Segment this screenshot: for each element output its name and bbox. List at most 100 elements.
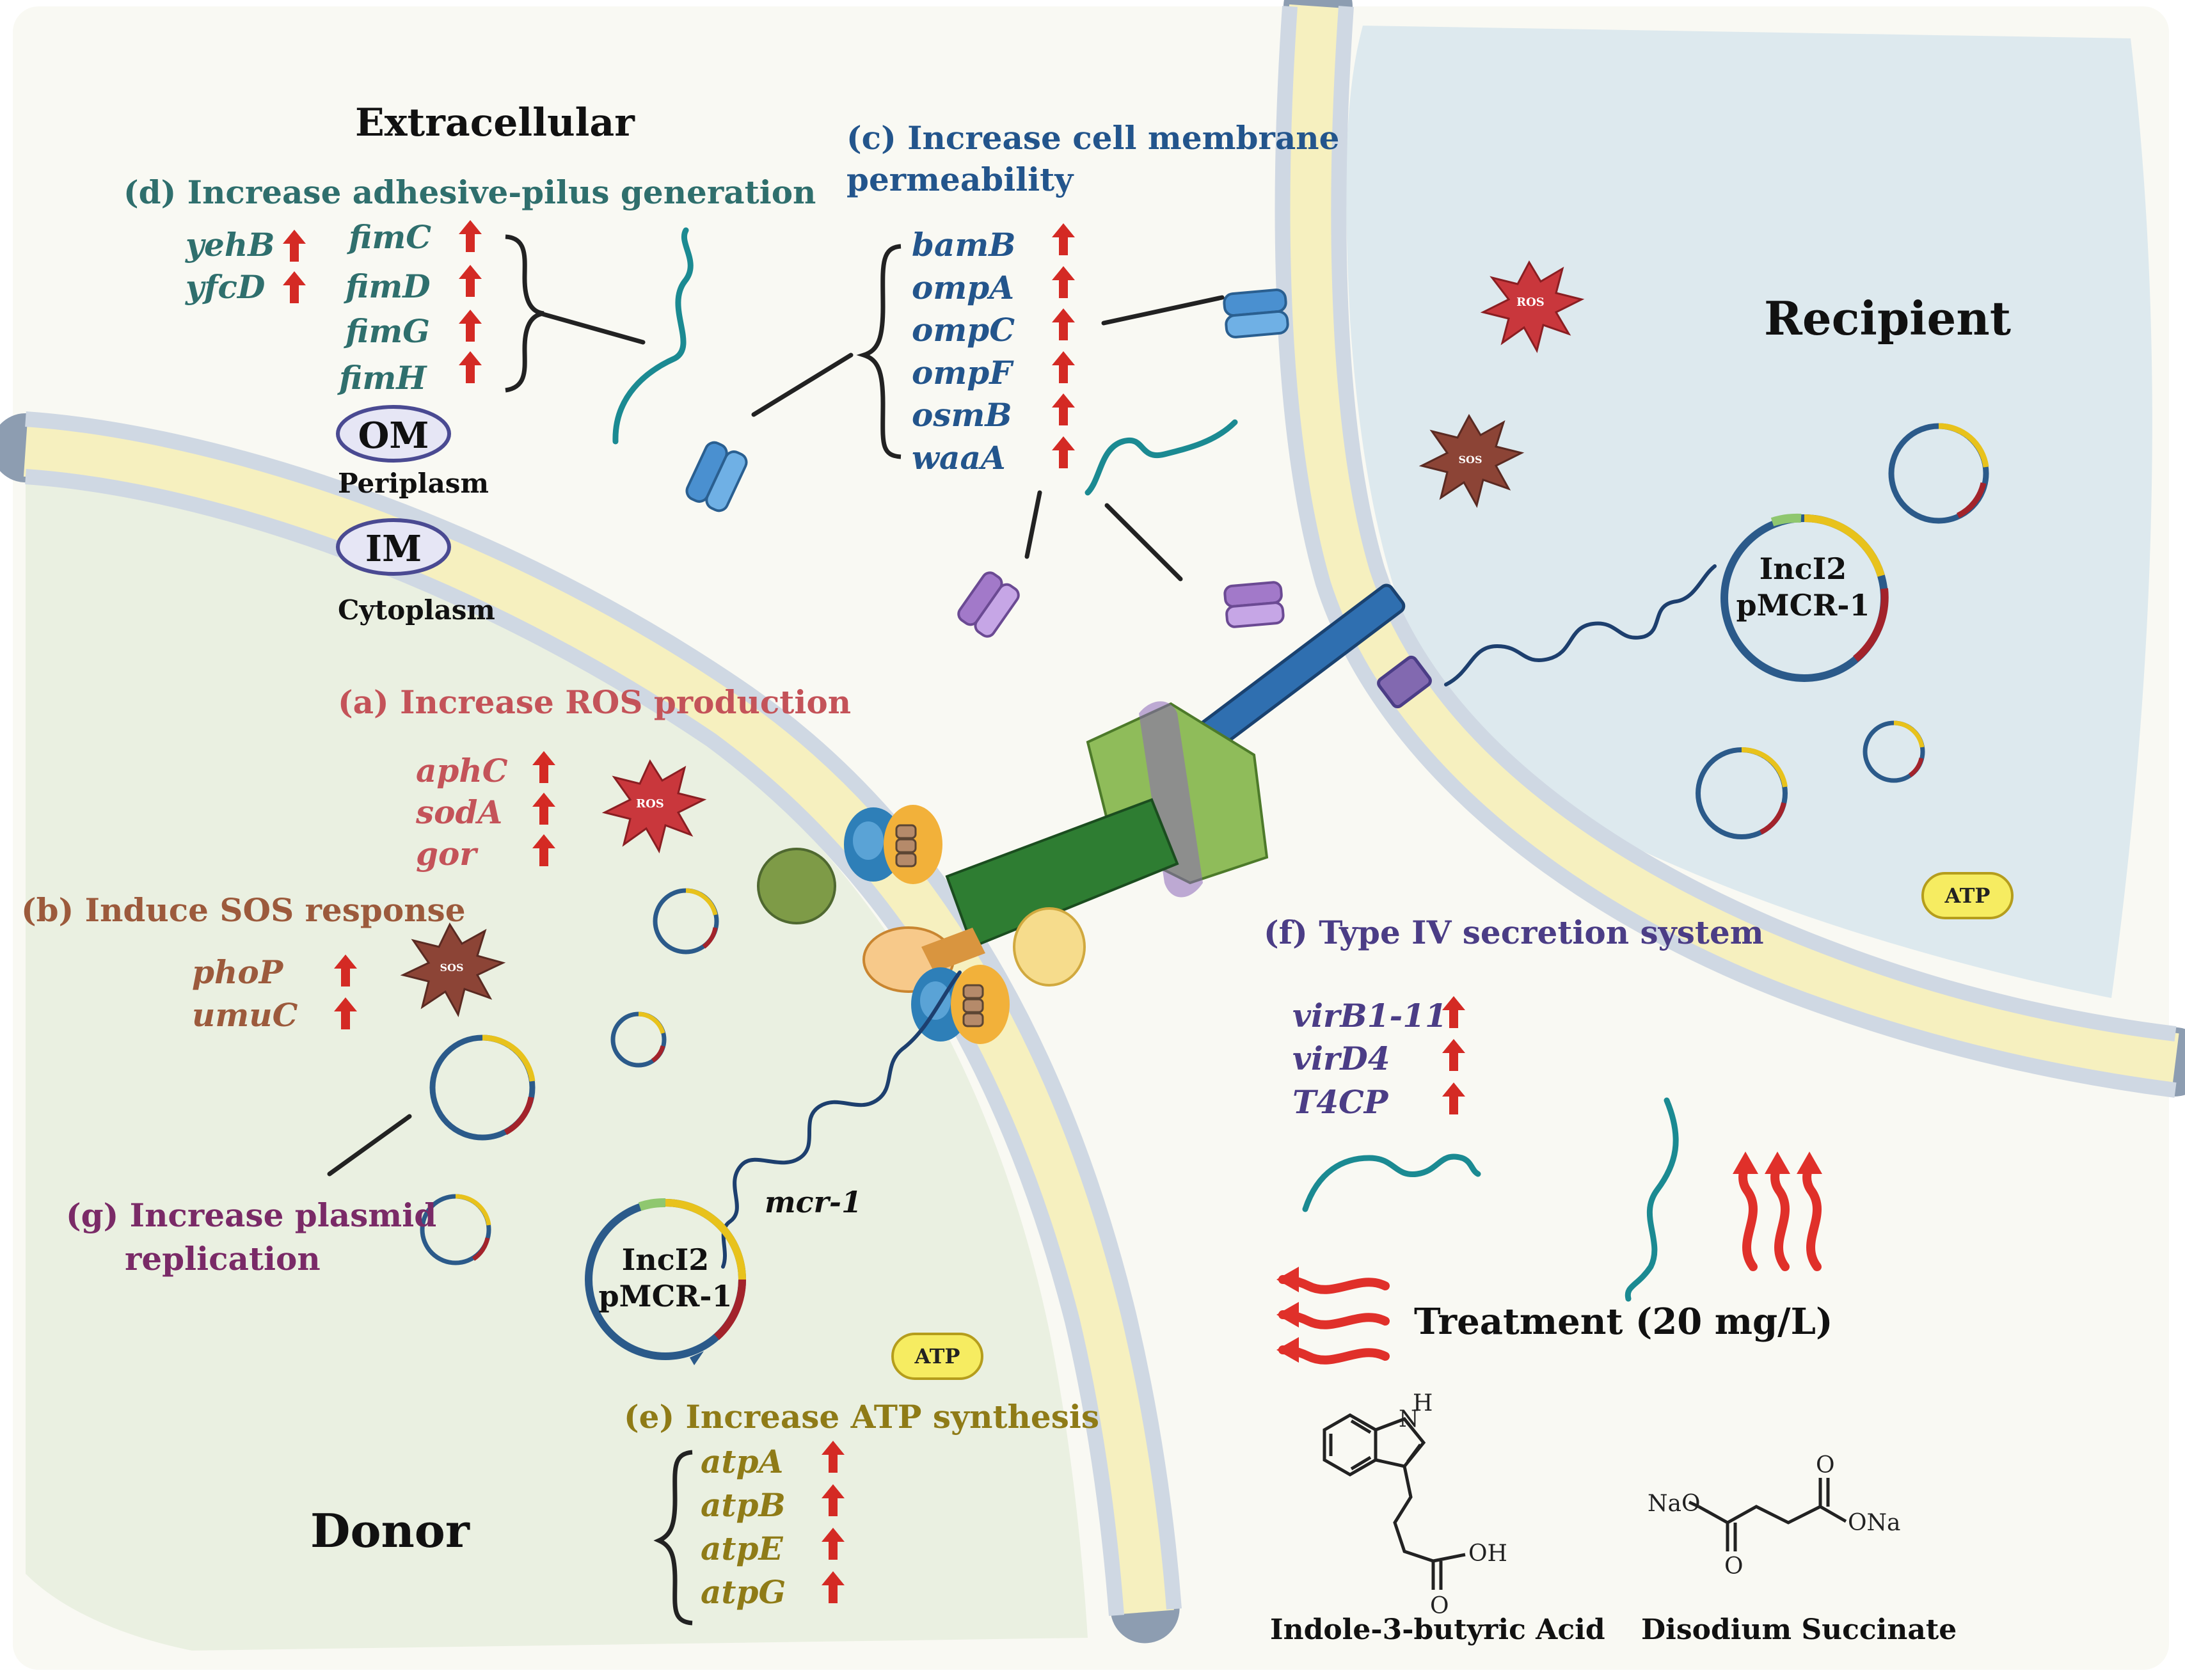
pilus-recipient-bottom: [1625, 1097, 1679, 1302]
t4ss-pilus-tip: [1377, 655, 1432, 709]
pilus-recipient-top: [1085, 419, 1238, 496]
gene-waaA: waaA: [912, 439, 1006, 477]
plasmid-recipient-name-1: IncI2: [1760, 551, 1847, 586]
gene-yehB: yehB: [185, 226, 274, 264]
atp-pill-recipient: [1921, 872, 2014, 919]
panel-d-title: (d) Increase adhesive-pilus generation: [123, 173, 816, 211]
gene-sodA: sodA: [415, 793, 502, 831]
gene-yfcD: yfcD: [185, 268, 265, 306]
gene-fimC: fimC: [347, 218, 431, 256]
panel-c-title-line1: (c) Increase cell membrane: [846, 119, 1339, 157]
sos-badge-donor: SOS: [440, 962, 463, 974]
recipient-cytoplasm: [1346, 26, 2152, 998]
im-label: IM: [365, 528, 422, 570]
gene-mcr-1: mcr-1: [765, 1185, 862, 1219]
panel-b-title: (b) Induce SOS response: [21, 891, 466, 929]
treatment-arrowheads-left: [1276, 1267, 1299, 1363]
plasmid-small-7: [1863, 720, 1925, 783]
panel-g-title-line2: replication: [125, 1240, 321, 1278]
brace-c: [856, 244, 902, 459]
dna-strand-recipient: [1444, 564, 1717, 686]
gene-fimH: fimH: [337, 359, 427, 397]
plasmid-recipient-main: [1720, 513, 1889, 682]
plasmid-small-5: [1888, 423, 1989, 524]
sos-badge-recipient: SOS: [1458, 454, 1482, 466]
ros-burst-donor: [601, 759, 707, 853]
t4ss-core-dark: [945, 798, 1179, 949]
gene-fimG: fimG: [344, 312, 430, 350]
gene-ompF: ompF: [912, 354, 1014, 392]
om-badge: [336, 405, 451, 463]
gene-T4CP: T4CP: [1292, 1083, 1389, 1121]
atp-label-donor: ATP: [914, 1344, 960, 1368]
pilus-bottom: [1302, 1153, 1481, 1212]
gene-ompC: ompC: [912, 311, 1015, 349]
porin-donor: [685, 441, 748, 512]
treatment-arrowheads-up: [1733, 1152, 1822, 1174]
label-extracellular: Extracellular: [355, 100, 635, 145]
periplasm-label: Periplasm: [338, 468, 489, 499]
gene-atpB: atpB: [701, 1486, 786, 1524]
cytoplasm-label: Cytoplasm: [338, 594, 495, 626]
plasmid-small-6: [1696, 747, 1788, 839]
atp-label-recipient: ATP: [1944, 884, 1990, 908]
t4ss-unit-lower: [910, 963, 1011, 1045]
plasmid-recipient-name-2: pMCR-1: [1736, 588, 1870, 622]
gene-gor: gor: [416, 835, 479, 873]
plasmid-small-3: [429, 1034, 536, 1141]
gene-atpG: atpG: [701, 1573, 786, 1611]
ibA-atom-O: O: [1430, 1593, 1449, 1619]
label-recipient: Recipient: [1764, 291, 2011, 345]
brace-d: [505, 234, 544, 393]
gene-atpE: atpE: [701, 1530, 783, 1567]
donor-cytoplasm: [26, 461, 1088, 1651]
pilus-donor: [612, 227, 694, 445]
gene-virD4: virD4: [1292, 1040, 1390, 1077]
gene-osmB: osmB: [912, 396, 1012, 434]
gene-fimD: fimD: [344, 267, 431, 305]
compound-2-label: Disodium Succinate: [1641, 1613, 1957, 1646]
plasmid-small-4: [420, 1194, 491, 1265]
disodium-succinate-structure: [1688, 1478, 1847, 1551]
ros-badge-recipient: ROS: [1516, 296, 1545, 309]
sos-burst-donor: [400, 922, 506, 1018]
plasmid-donor-name-2: pMCR-1: [598, 1279, 732, 1313]
brace-e: [653, 1450, 693, 1626]
gene-aphC: aphC: [416, 752, 508, 789]
im-badge: [336, 518, 451, 576]
sos-burst-recipient: [1418, 413, 1525, 509]
panel-g-title-line1: (g) Increase plasmid: [66, 1196, 436, 1234]
om-label: OM: [358, 415, 429, 457]
gene-umuC: umuC: [192, 996, 298, 1034]
t4ss-olive-block: [757, 848, 836, 924]
t4ss-yellow-cap: [1013, 907, 1086, 987]
channel-purple-recipient: [1223, 581, 1285, 628]
t4ss-neck: [921, 928, 985, 972]
plasmid-donor-name-1: IncI2: [622, 1242, 710, 1277]
label-donor: Donor: [310, 1503, 470, 1558]
gene-atpA: atpA: [701, 1443, 783, 1480]
ros-badge-donor: ROS: [636, 797, 664, 811]
panel-e-title: (e) Increase ATP synthesis: [624, 1398, 1099, 1436]
panel-c-title-line2: permeability: [846, 161, 1074, 198]
gene-phoP: phoP: [192, 953, 284, 991]
porin-recipient: [1223, 289, 1289, 338]
indole-3-butyric-acid-structure: [1323, 1413, 1466, 1590]
recipient-membrane: [1275, 0, 2185, 1098]
t4ss-unit-upper: [843, 804, 944, 885]
panel-a-title: (a) Increase ROS production: [338, 683, 851, 721]
treatment-label: Treatment (20 mg/L): [1414, 1301, 1833, 1343]
connector-lines: [327, 295, 1225, 1177]
gene-virB1-11: virB1-11: [1292, 997, 1447, 1034]
plasmid-small-1: [653, 888, 719, 955]
gene-bamB: bamB: [912, 226, 1016, 264]
t4ss-purple-ring: [1139, 701, 1203, 898]
ds-atom-O-top: O: [1816, 1452, 1835, 1478]
ibA-atom-OH: OH: [1468, 1541, 1507, 1567]
atp-pill-donor: [891, 1333, 983, 1380]
ros-burst-recipient: [1480, 260, 1585, 354]
channel-purple-donor: [957, 571, 1020, 638]
ds-atom-O-bottom: O: [1724, 1553, 1744, 1580]
plasmid-small-2: [610, 1011, 667, 1068]
